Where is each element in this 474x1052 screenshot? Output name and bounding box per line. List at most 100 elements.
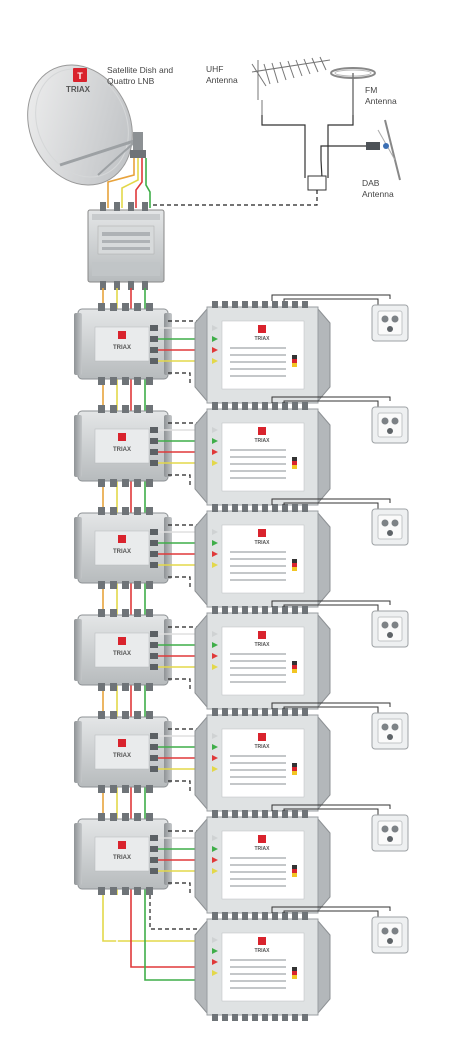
input-indicator xyxy=(212,937,218,943)
multiswitch-logo-icon xyxy=(258,427,266,435)
output-port xyxy=(150,733,158,739)
f-connector xyxy=(110,813,117,821)
f-connector xyxy=(232,913,238,920)
f-connector xyxy=(222,811,228,818)
satellite-dish: T TRIAX xyxy=(27,64,146,186)
multiswitch-brand-text: TRIAX xyxy=(255,846,271,852)
label-line xyxy=(230,551,286,553)
coax-socket-icon xyxy=(381,315,389,323)
cascade-side-left xyxy=(74,721,82,783)
flag-stripe xyxy=(292,669,297,673)
outlet-cable xyxy=(283,910,379,917)
f-connector xyxy=(110,711,117,719)
f-connector xyxy=(262,505,268,512)
input-indicator xyxy=(212,631,218,637)
output-port xyxy=(150,449,158,455)
cascade-side-right xyxy=(164,823,172,885)
f-connector xyxy=(212,301,218,308)
f-connector xyxy=(122,683,129,691)
f-connector xyxy=(252,913,258,920)
coax-socket-icon xyxy=(387,428,393,434)
terrestrial-feed xyxy=(152,190,318,206)
multiswitch: TRIAX xyxy=(194,505,331,613)
dab-label-line2: Antenna xyxy=(362,189,394,199)
label-line xyxy=(230,987,286,989)
terrestrial-link xyxy=(168,780,191,793)
f-connector xyxy=(98,581,105,589)
output-port xyxy=(150,551,158,557)
f-connector xyxy=(146,507,153,515)
cascade-side-left xyxy=(74,415,82,477)
f-connector xyxy=(252,403,258,410)
input-indicator xyxy=(212,868,218,874)
label-line xyxy=(230,579,286,581)
f-connector xyxy=(302,403,308,410)
f-connector xyxy=(122,711,129,719)
f-connector xyxy=(146,609,153,617)
multiswitch-right-cap xyxy=(317,307,331,403)
coax-socket-icon xyxy=(391,723,399,731)
label-line xyxy=(230,470,286,472)
f-connector xyxy=(302,301,308,308)
f-connector xyxy=(222,913,228,920)
cascade-logo-icon xyxy=(118,739,126,747)
input-indicator xyxy=(212,948,218,954)
output-port xyxy=(150,438,158,444)
outlet-cable xyxy=(283,502,379,509)
quattro-switch-box xyxy=(87,202,165,290)
fm-antenna xyxy=(330,67,376,115)
multiswitch-left-cap xyxy=(194,919,208,1015)
final-feed-cable xyxy=(116,895,210,955)
multiswitch-logo-icon xyxy=(258,325,266,333)
label-line xyxy=(230,653,286,655)
coax-socket-icon xyxy=(387,530,393,536)
multiswitch-left-cap xyxy=(194,307,208,403)
f-connector xyxy=(98,711,105,719)
cascade-side-right xyxy=(164,415,172,477)
f-connector xyxy=(282,709,288,716)
f-connector xyxy=(122,507,129,515)
cascade-logo-icon xyxy=(118,331,126,339)
input-indicator xyxy=(212,755,218,761)
f-connector xyxy=(302,505,308,512)
f-connector xyxy=(134,887,141,895)
input-indicator xyxy=(212,562,218,568)
cascade-amplifier: TRIAX xyxy=(74,609,172,691)
svg-text:T: T xyxy=(77,71,83,81)
coax-socket-icon xyxy=(387,938,393,944)
cascade-amplifier: TRIAX xyxy=(74,303,172,385)
f-connector xyxy=(272,403,278,410)
f-connector xyxy=(146,887,153,895)
label-line xyxy=(230,857,286,859)
f-connector xyxy=(262,403,268,410)
label-line xyxy=(230,456,286,458)
f-connector xyxy=(134,609,141,617)
flag-stripe xyxy=(292,767,297,771)
flag-stripe xyxy=(292,563,297,567)
f-connector xyxy=(282,301,288,308)
cascade-amplifier: TRIAX xyxy=(74,405,172,487)
label-line xyxy=(230,347,286,349)
outlet-cable xyxy=(271,294,391,301)
multiswitch-brand-text: TRIAX xyxy=(255,540,271,546)
f-connector xyxy=(252,1014,258,1021)
coax-socket-icon xyxy=(387,632,393,638)
output-port xyxy=(150,358,158,364)
f-connector xyxy=(292,913,298,920)
cascade-stages: TRIAXTRIAXTRIAXTRIAXTRIAXTRIAXTRIAXTRIAX… xyxy=(74,288,409,1021)
uhf-label-line2: Antenna xyxy=(206,75,238,85)
f-connector xyxy=(98,609,105,617)
uhf-label-line1: UHF xyxy=(206,64,223,74)
outlet-cable xyxy=(283,604,379,611)
outlet-cable xyxy=(271,906,391,913)
f-connector xyxy=(98,683,105,691)
outlet-cable xyxy=(283,706,379,713)
f-connector xyxy=(146,479,153,487)
wall-outlet xyxy=(371,406,409,444)
flag-stripe xyxy=(292,359,297,363)
coax-socket-icon xyxy=(387,326,393,332)
f-connector xyxy=(146,377,153,385)
satellite-label-line1: Satellite Dish and xyxy=(107,65,173,75)
input-indicator xyxy=(212,970,218,976)
cascade-brand-text: TRIAX xyxy=(113,753,131,759)
